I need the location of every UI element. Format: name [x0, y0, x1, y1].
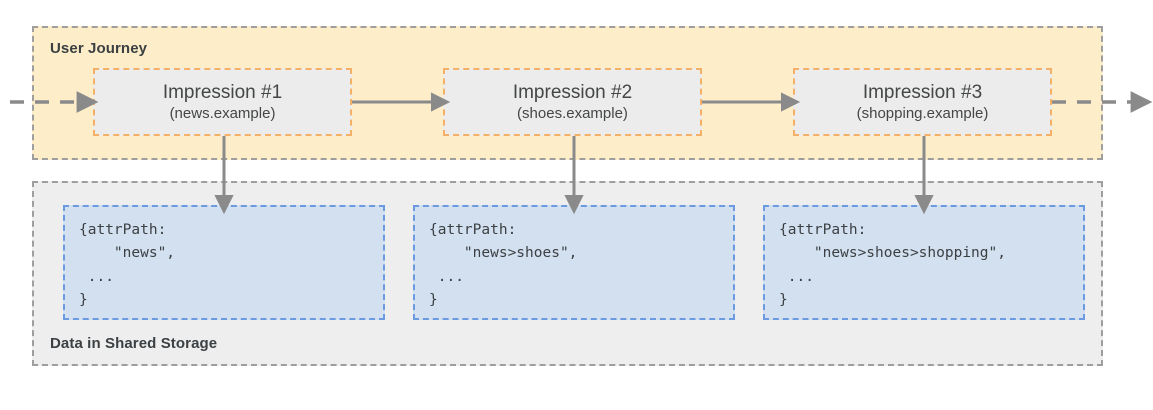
- impression-1-title: Impression #1: [162, 81, 283, 103]
- shared-storage-title: Data in Shared Storage: [50, 335, 218, 352]
- storage-entry-2-code: {attrPath: "news>shoes", ... }: [429, 222, 578, 309]
- impression-2-title: Impression #2: [512, 81, 633, 103]
- storage-entry-box-3: {attrPath: "news>shoes>shopping", ... }: [763, 205, 1085, 320]
- user-journey-title: User Journey: [50, 40, 148, 57]
- storage-entry-box-2: {attrPath: "news>shoes", ... }: [413, 205, 735, 320]
- storage-entry-3-code: {attrPath: "news>shoes>shopping", ... }: [779, 222, 1006, 309]
- impression-box-1: Impression #1 (news.example): [93, 68, 352, 136]
- storage-entry-box-1: {attrPath: "news", ... }: [63, 205, 385, 320]
- impression-box-2: Impression #2 (shoes.example): [443, 68, 702, 136]
- impression-2-site: (shoes.example): [517, 104, 628, 122]
- impression-3-site: (shopping.example): [856, 104, 989, 122]
- impression-3-title: Impression #3: [862, 81, 983, 103]
- impression-1-site: (news.example): [169, 104, 276, 122]
- storage-entry-1-code: {attrPath: "news", ... }: [79, 222, 176, 309]
- impression-box-3: Impression #3 (shopping.example): [793, 68, 1052, 136]
